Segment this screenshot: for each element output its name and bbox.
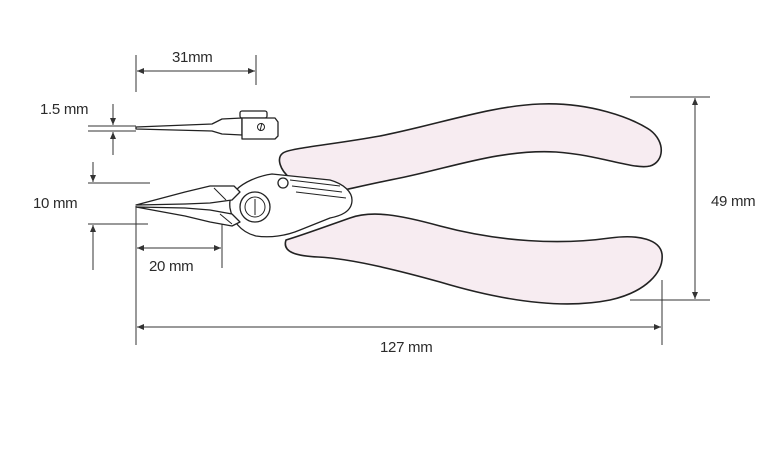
label-handle-spread: 49 mm bbox=[711, 193, 756, 210]
label-jaw-length: 31mm bbox=[172, 49, 213, 66]
lower-jaw bbox=[135, 206, 241, 227]
dimension-overall-length bbox=[135, 206, 663, 345]
label-overall-length: 127 mm bbox=[380, 339, 433, 356]
label-jaw-width: 10 mm bbox=[33, 195, 78, 212]
pliers-drawing bbox=[135, 103, 663, 305]
tip-side-view bbox=[135, 110, 279, 140]
dimension-jaw-width bbox=[88, 162, 150, 270]
label-jaw-to-joint: 20 mm bbox=[149, 258, 194, 275]
upper-jaw bbox=[135, 185, 241, 206]
dimension-tip-thickness bbox=[88, 104, 136, 155]
label-tip-thickness: 1.5 mm bbox=[40, 101, 89, 118]
dimension-jaw-length bbox=[135, 55, 257, 92]
upper-handle bbox=[278, 103, 663, 194]
lower-handle bbox=[284, 213, 663, 305]
dimension-jaw-to-joint bbox=[137, 220, 223, 268]
dimension-handle-spread bbox=[630, 96, 710, 301]
